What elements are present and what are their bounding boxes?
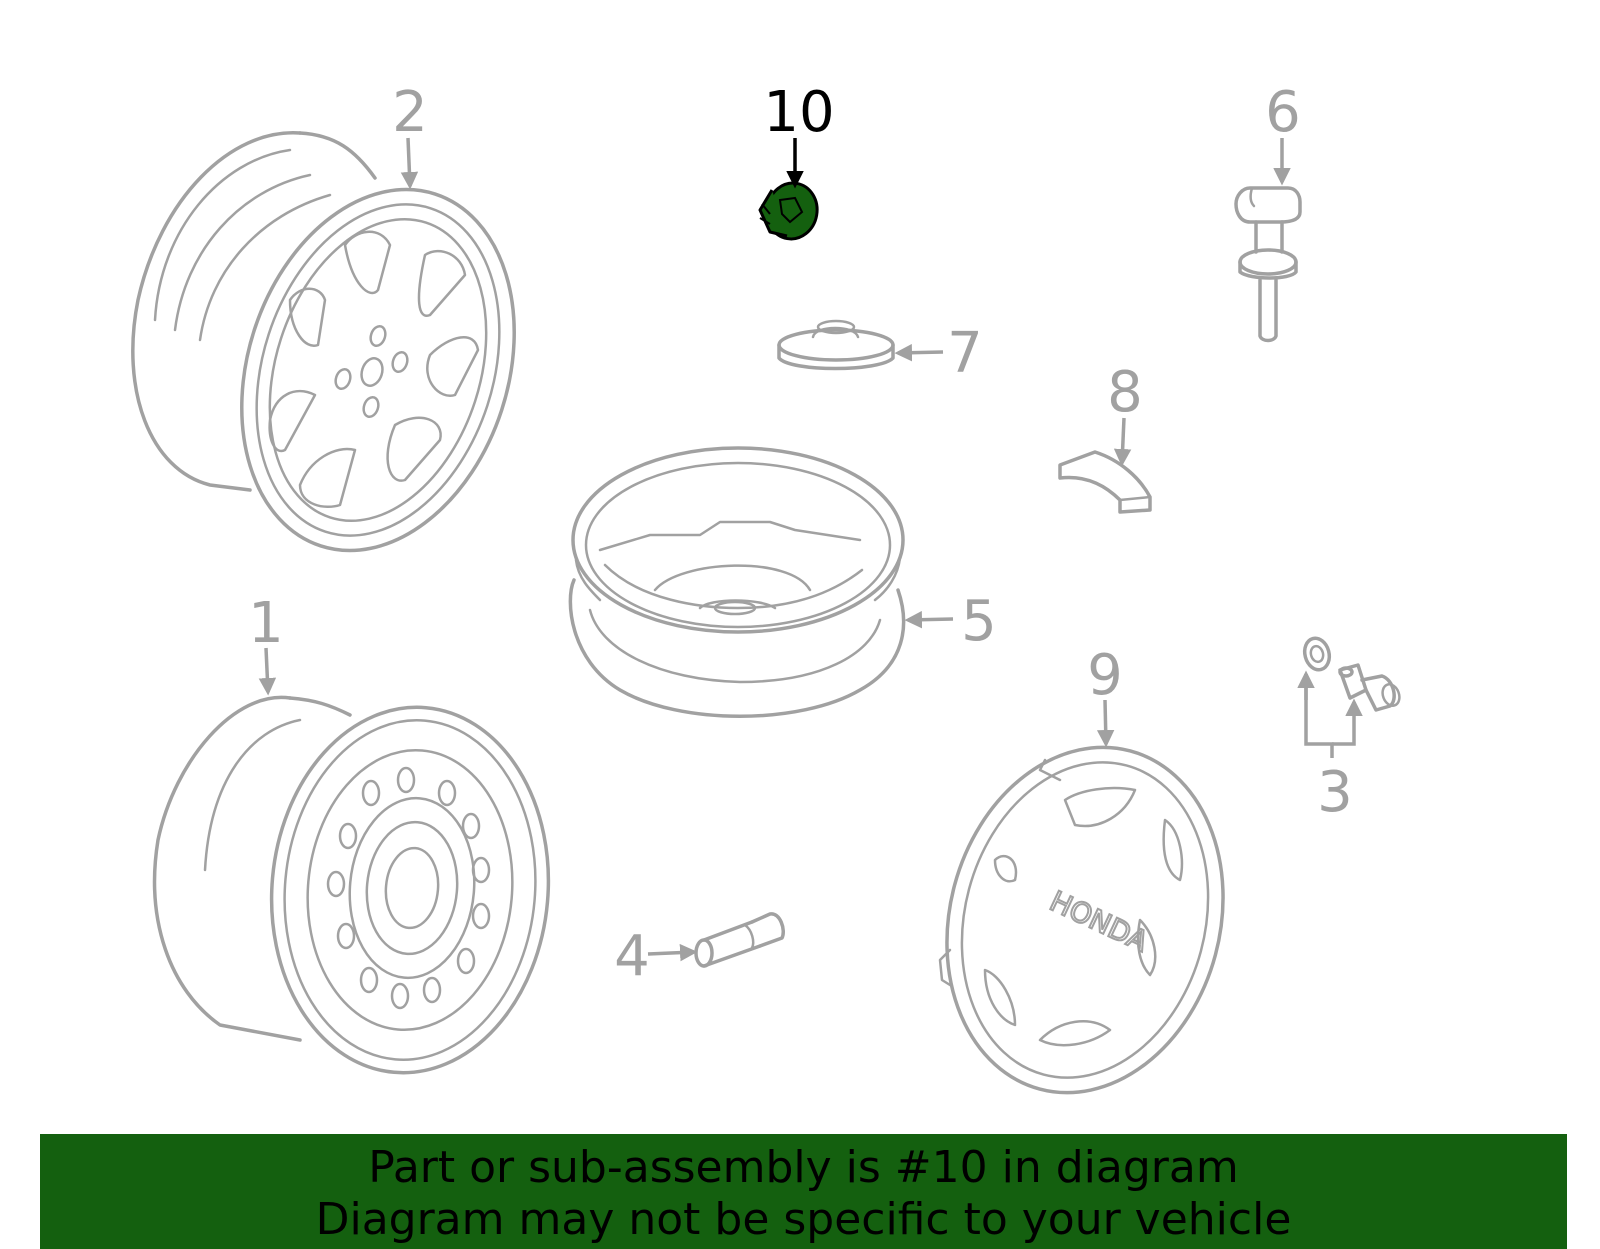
leader-1: [258, 647, 277, 696]
callout-8: 8: [1107, 360, 1143, 425]
valve-stem-part-6: [1234, 186, 1302, 343]
steel-wheel-part-1: [152, 695, 551, 1075]
callout-3: 3: [1317, 760, 1353, 825]
leader-4: [647, 943, 698, 962]
alloy-wheel-part-2: [131, 131, 516, 553]
callout-labels: 2 10 6 7 8 5 1 9 3 4: [248, 80, 1353, 989]
lug-nut-part-4: [694, 912, 785, 968]
callout-7: 7: [947, 321, 983, 386]
valve-parts-part-3: [1302, 636, 1401, 712]
banner-line-2: Diagram may not be specific to your vehi…: [315, 1194, 1292, 1245]
leader-8: [1113, 417, 1132, 467]
wheel-cover-part-9: HONDA: [938, 745, 1225, 1095]
callout-1: 1: [248, 591, 284, 656]
callout-10[interactable]: 10: [763, 80, 834, 145]
banner-line-1: Part or sub-assembly is #10 in diagram: [368, 1142, 1239, 1193]
leader-lines: [258, 137, 1363, 962]
hub-cap-lettering: HONDA: [1045, 884, 1153, 958]
leader-7: [894, 343, 944, 362]
callout-5: 5: [961, 589, 997, 654]
leader-9: [1096, 699, 1115, 748]
leader-3: [1304, 674, 1334, 758]
leader-5: [904, 610, 954, 629]
balance-weight-part-8: [1058, 450, 1152, 514]
center-cap-part-10[interactable]: [758, 179, 821, 243]
spare-wheel-part-5: [568, 446, 906, 718]
callout-6: 6: [1265, 80, 1301, 145]
callout-4: 4: [614, 924, 650, 989]
callout-2: 2: [392, 80, 428, 145]
wheel-cap-part-7: [777, 319, 895, 371]
leader-2: [400, 137, 419, 190]
info-banner: Part or sub-assembly is #10 in diagram D…: [40, 1134, 1567, 1249]
callout-9: 9: [1087, 643, 1123, 708]
